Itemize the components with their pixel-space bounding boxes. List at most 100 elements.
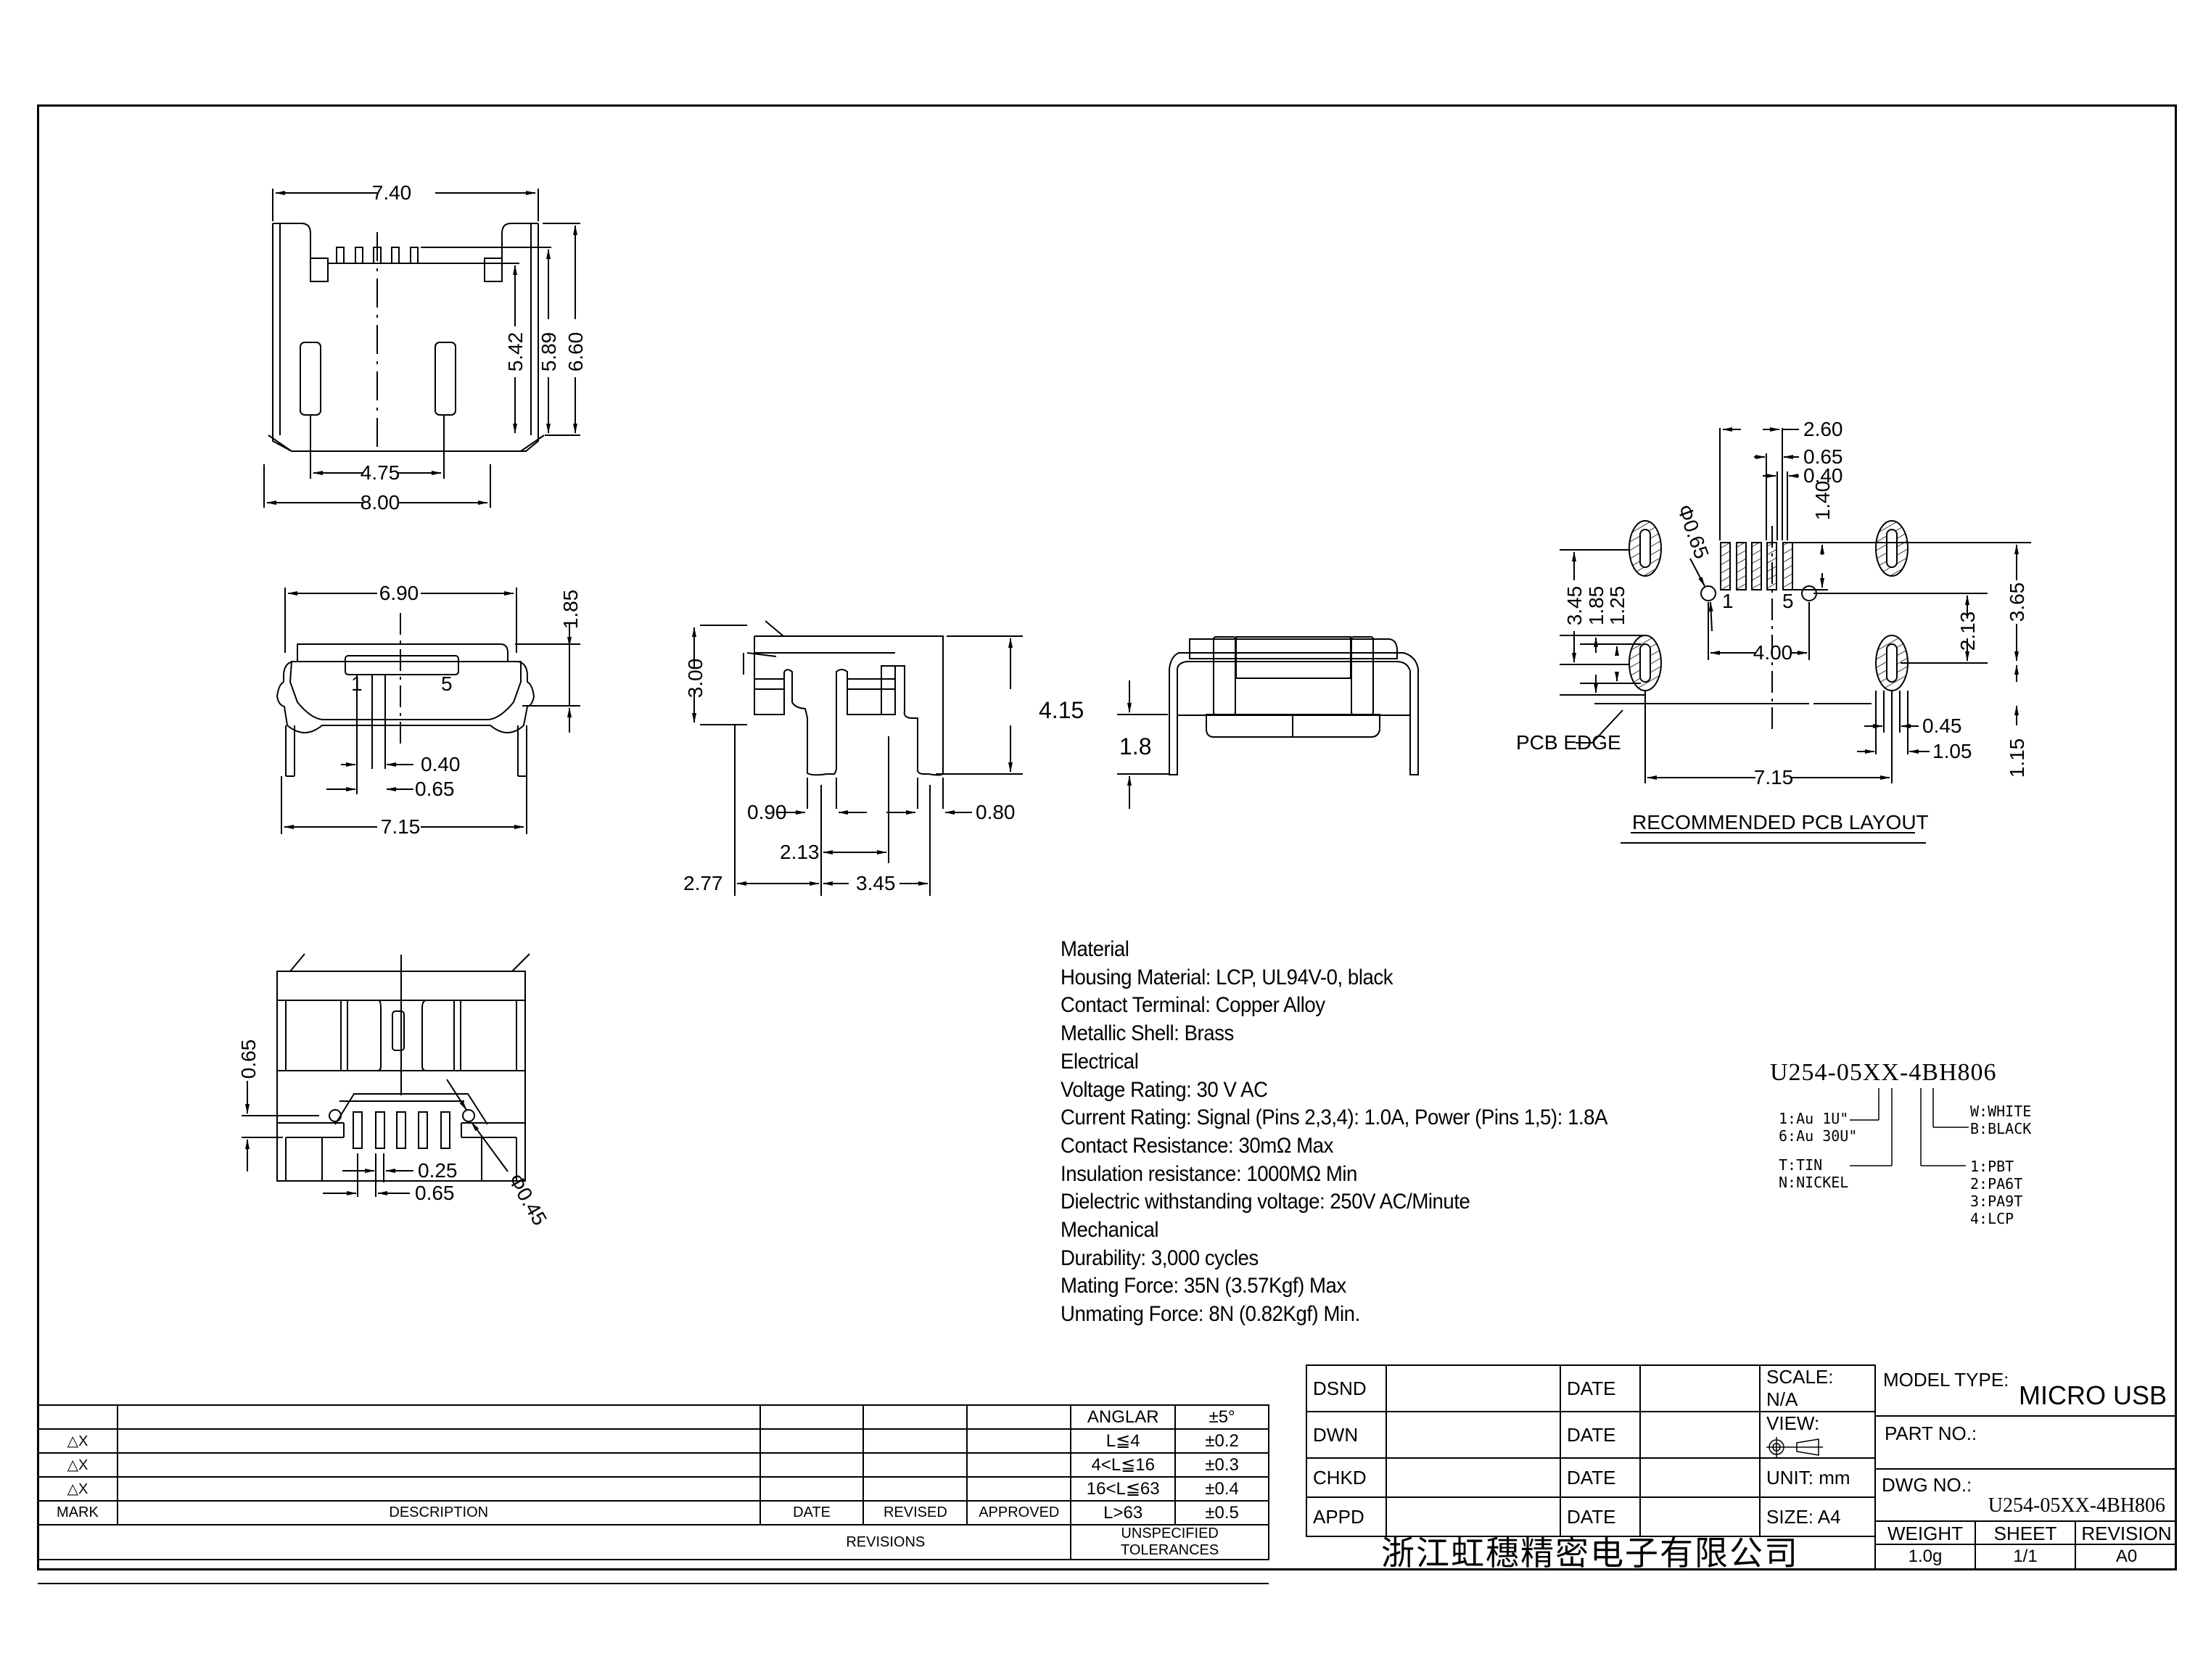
pcb-layout-title: RECOMMENDED PCB LAYOUT: [1632, 811, 1929, 833]
sheet-label: SHEET: [1976, 1522, 2076, 1545]
dims-post-spacing: 4.75: [361, 461, 400, 484]
header-mark: MARK: [37, 1500, 118, 1525]
dims-slot-1-05: 1.05: [1932, 740, 1972, 762]
dims-hole-dia: Φ0.45: [504, 1170, 551, 1230]
pcb-layout-pcb-edge-label: PCB EDGE: [1516, 731, 1621, 754]
dims-body-height: 3.00: [684, 659, 707, 699]
pin-labels-0: 1: [1722, 590, 1734, 612]
spec-line: Voltage Rating: 30 V AC: [1061, 1077, 1268, 1102]
dims-offset-2-77: 2.77: [683, 872, 723, 894]
front-view: 1 5 6.90 1.85 0.40 0.65 7.15: [276, 582, 582, 838]
model-info-block: MODEL TYPE: MICRO USB PART NO.: DWG NO.:…: [1874, 1364, 2177, 1570]
material-options: 1:PBT 2:PA6T 3:PA9T 4:LCP: [1970, 1158, 2023, 1227]
revision-label: REVISION: [2076, 1522, 2177, 1545]
dims-pad-length: 1.40: [1811, 481, 1834, 521]
model-type-label: MODEL TYPE:: [1883, 1369, 2009, 1391]
spec-heading-material: Material: [1061, 937, 1129, 961]
3-tol: ±0.4: [1174, 1476, 1270, 1502]
dims-pad-width: 0.40: [1803, 464, 1843, 487]
dims-slot-3-65: 3.65: [2006, 582, 2028, 622]
dims-shell-width: 6.90: [379, 582, 419, 604]
approved-by-label: APPD: [1306, 1496, 1387, 1538]
view-projection: VIEW:: [1759, 1410, 1876, 1459]
dims-slot-1-25: 1.25: [1606, 586, 1629, 626]
dims-pin-width: 0.40: [421, 753, 461, 775]
2-date-label: DATE: [1560, 1457, 1641, 1499]
dims-slot-1-15: 1.15: [2006, 738, 2028, 778]
company-name: 浙江虹穗精密电子有限公司: [1381, 1533, 1799, 1573]
third-angle-projection-icon: [1766, 1437, 1823, 1458]
spec-line: Contact Terminal: Copper Alloy: [1061, 993, 1325, 1018]
dims-pin-width: 0.25: [418, 1159, 458, 1182]
revision-value: A0: [2115, 1547, 2138, 1566]
finish-options: T:TIN N:NICKEL: [1779, 1156, 1849, 1191]
pin-labels-1: 5: [1782, 590, 1794, 612]
date-label: DATE: [1560, 1364, 1641, 1412]
1-tol: ±0.2: [1174, 1428, 1270, 1454]
part-code-leaders: [1850, 1088, 1969, 1166]
2-tol: ±0.3: [1174, 1452, 1270, 1478]
drawn-by-label: DWN: [1306, 1410, 1387, 1459]
rear-view: 1.8: [1117, 636, 1419, 809]
spec-line: Mating Force: 35N (3.57Kgf) Max: [1061, 1274, 1346, 1298]
3-range: 16<L≦63: [1070, 1476, 1177, 1502]
revision-mark: △X: [37, 1428, 118, 1454]
header-description: DESCRIPTION: [116, 1500, 761, 1525]
dims-pin-pitch: 0.65: [415, 778, 455, 800]
pin-labels-1: 5: [441, 672, 453, 695]
dims-leg-width-right: 0.80: [976, 801, 1016, 823]
size-label: SIZE: A4: [1759, 1496, 1876, 1538]
0-mark: [37, 1404, 118, 1430]
revision-mark: △X: [37, 1452, 118, 1478]
spec-line: Unmating Force: 8N (0.82Kgf) Min.: [1061, 1302, 1360, 1327]
plating-options: 1:Au 1U" 6:Au 30U": [1779, 1110, 1858, 1145]
model-type-value: MICRO USB: [2018, 1380, 2167, 1410]
dims-vertical: 0.65: [237, 1039, 260, 1079]
dims-hole-dia: Φ0.65: [1673, 501, 1713, 561]
spec-line: Current Rating: Signal (Pins 2,3,4): 1.0…: [1061, 1105, 1608, 1130]
header-approved: APPROVED: [966, 1500, 1072, 1525]
header-date: DATE: [759, 1500, 865, 1525]
spec-line: Insulation resistance: 1000MΩ Min: [1061, 1161, 1357, 1186]
color-options: W:WHITE B:BLACK: [1970, 1103, 2032, 1137]
part-code: U254-05XX-4BH806: [1770, 1059, 1997, 1086]
header-revised: REVISED: [862, 1500, 968, 1525]
1-range: L≦4: [1070, 1428, 1177, 1454]
spec-line: Dielectric withstanding voltage: 250V AC…: [1061, 1190, 1470, 1214]
unit-label: UNIT: mm: [1759, 1457, 1876, 1499]
dim-4-15: 4.15: [1039, 697, 1084, 723]
dims-slot-v-3-45: 3.45: [1563, 586, 1586, 626]
dims-leg-width-left: 0.90: [747, 801, 787, 823]
side-view: 3.00 4.15 0.90 0.80 2.13 2.77 3.45: [683, 620, 1084, 896]
spec-heading-electrical: Electrical: [1061, 1049, 1139, 1074]
revision-mark: △X: [37, 1476, 118, 1502]
2-range: 4<L≦16: [1070, 1452, 1177, 1478]
dims-slot-0-45: 0.45: [1922, 715, 1962, 737]
dims-pad-pitch: 0.65: [1803, 445, 1843, 468]
checked-by-label: CHKD: [1306, 1457, 1387, 1499]
dims-pad-span: 2.60: [1803, 418, 1843, 440]
sheet-value: 1/1: [1976, 1545, 2076, 1569]
scale-label: SCALE: N/A: [1759, 1364, 1876, 1412]
top-view: 7.40 4.75 8.00 5.42 5.89 6.60: [263, 181, 587, 514]
part-code-legend: U254-05XX-4BH806: [1770, 1059, 1997, 1087]
dwg-no-label: DWG NO.:: [1882, 1474, 1972, 1496]
spec-line: Durability: 3,000 cycles: [1061, 1245, 1259, 1270]
specifications-block: Material Housing Material: LCP, UL94V-0,…: [1061, 936, 1607, 1329]
spec-line: Housing Material: LCP, UL94V-0, black: [1061, 965, 1393, 989]
dim-1-8: 1.8: [1119, 733, 1151, 759]
dims-height: 1.85: [559, 590, 582, 630]
spec-heading-mechanical: Mechanical: [1061, 1218, 1159, 1243]
dims-offset-2-13: 2.13: [780, 841, 820, 863]
dims-h1: 5.42: [504, 332, 527, 372]
revisions-table: ANGLAR ±5° △X L≦4 ±0.2 △X 4<L≦16 ±0.3 △X…: [36, 1404, 1306, 1584]
dims-slot-span: 7.15: [1754, 766, 1794, 788]
unspecified-tolerances-label: UNSPECIFIED TOLERANCES: [1070, 1524, 1270, 1560]
title-block: DSND DATE SCALE: N/A DWN DATE VIEW: CHKD…: [1306, 1364, 1876, 1538]
4-range: L>63: [1070, 1500, 1177, 1525]
weight-value: 1.0g: [1876, 1545, 1976, 1569]
dims-slot-1-85: 1.85: [1585, 586, 1607, 626]
revisions-label: REVISIONS: [36, 1524, 1072, 1560]
dims-h3: 6.60: [564, 332, 587, 372]
